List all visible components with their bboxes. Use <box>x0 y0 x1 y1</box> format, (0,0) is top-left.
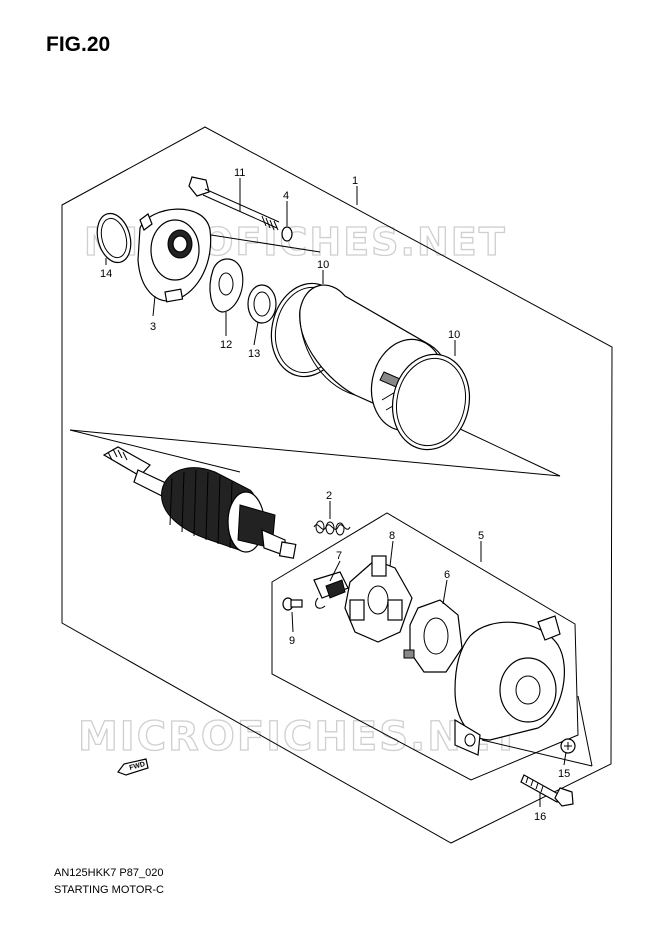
callout-9: 9 <box>289 635 295 647</box>
callout-1: 1 <box>352 175 358 187</box>
guide-line-armature-bottom <box>69 429 561 477</box>
callout-16: 16 <box>534 811 546 823</box>
callout-2: 2 <box>326 490 332 502</box>
guide-line-bolt <box>191 231 321 253</box>
callout-4: 4 <box>283 190 289 202</box>
guide-line-bracket <box>481 739 593 767</box>
callout-7: 7 <box>336 550 342 562</box>
plate-washer-part-12 <box>209 258 244 313</box>
brush-holder-part-8 <box>344 555 413 643</box>
callout-10-front: 10 <box>317 259 329 271</box>
callout-15: 15 <box>558 768 570 780</box>
guide-line-screw <box>577 695 593 767</box>
screw-part-15 <box>560 738 576 754</box>
washer-part-4 <box>281 226 293 242</box>
figure-title: FIG.20 <box>46 33 111 56</box>
bolt-part-16 <box>520 774 574 807</box>
screw-part-9 <box>282 597 303 611</box>
fwd-label: FWD <box>129 761 146 772</box>
forward-arrow-icon: FWD <box>117 758 149 776</box>
o-ring-part-14 <box>96 212 132 264</box>
callout-10-rear: 10 <box>448 329 460 341</box>
callout-11: 11 <box>234 167 245 179</box>
armature <box>102 446 297 559</box>
callout-3: 3 <box>150 321 156 333</box>
assembly-outline <box>61 126 613 844</box>
brush-plate-part-6 <box>403 599 463 673</box>
leader-lines <box>105 178 567 807</box>
brush-part-7 <box>313 571 349 609</box>
watermark-bottom: MICROFICHES.NET <box>78 714 521 760</box>
callout-12: 12 <box>220 339 232 351</box>
sub-assembly-outline <box>271 512 579 781</box>
callout-8: 8 <box>389 530 395 542</box>
front-housing-part-3 <box>137 208 212 303</box>
o-ring-part-10-rear <box>391 353 471 451</box>
callout-14: 14 <box>100 268 112 280</box>
callout-5: 5 <box>478 530 484 542</box>
callout-13: 13 <box>248 348 260 360</box>
diagram-title: STARTING MOTOR-C <box>54 884 164 896</box>
end-cover-part-5 <box>454 615 565 756</box>
washer-part-13 <box>247 284 277 324</box>
diagram-code: AN125HKK7 P87_020 <box>54 867 164 879</box>
callout-6: 6 <box>444 569 450 581</box>
guide-line-armature-top <box>69 429 241 473</box>
through-bolt-part-11 <box>188 176 280 231</box>
guide-line-yoke <box>457 427 561 477</box>
spring-part-2 <box>313 520 351 536</box>
